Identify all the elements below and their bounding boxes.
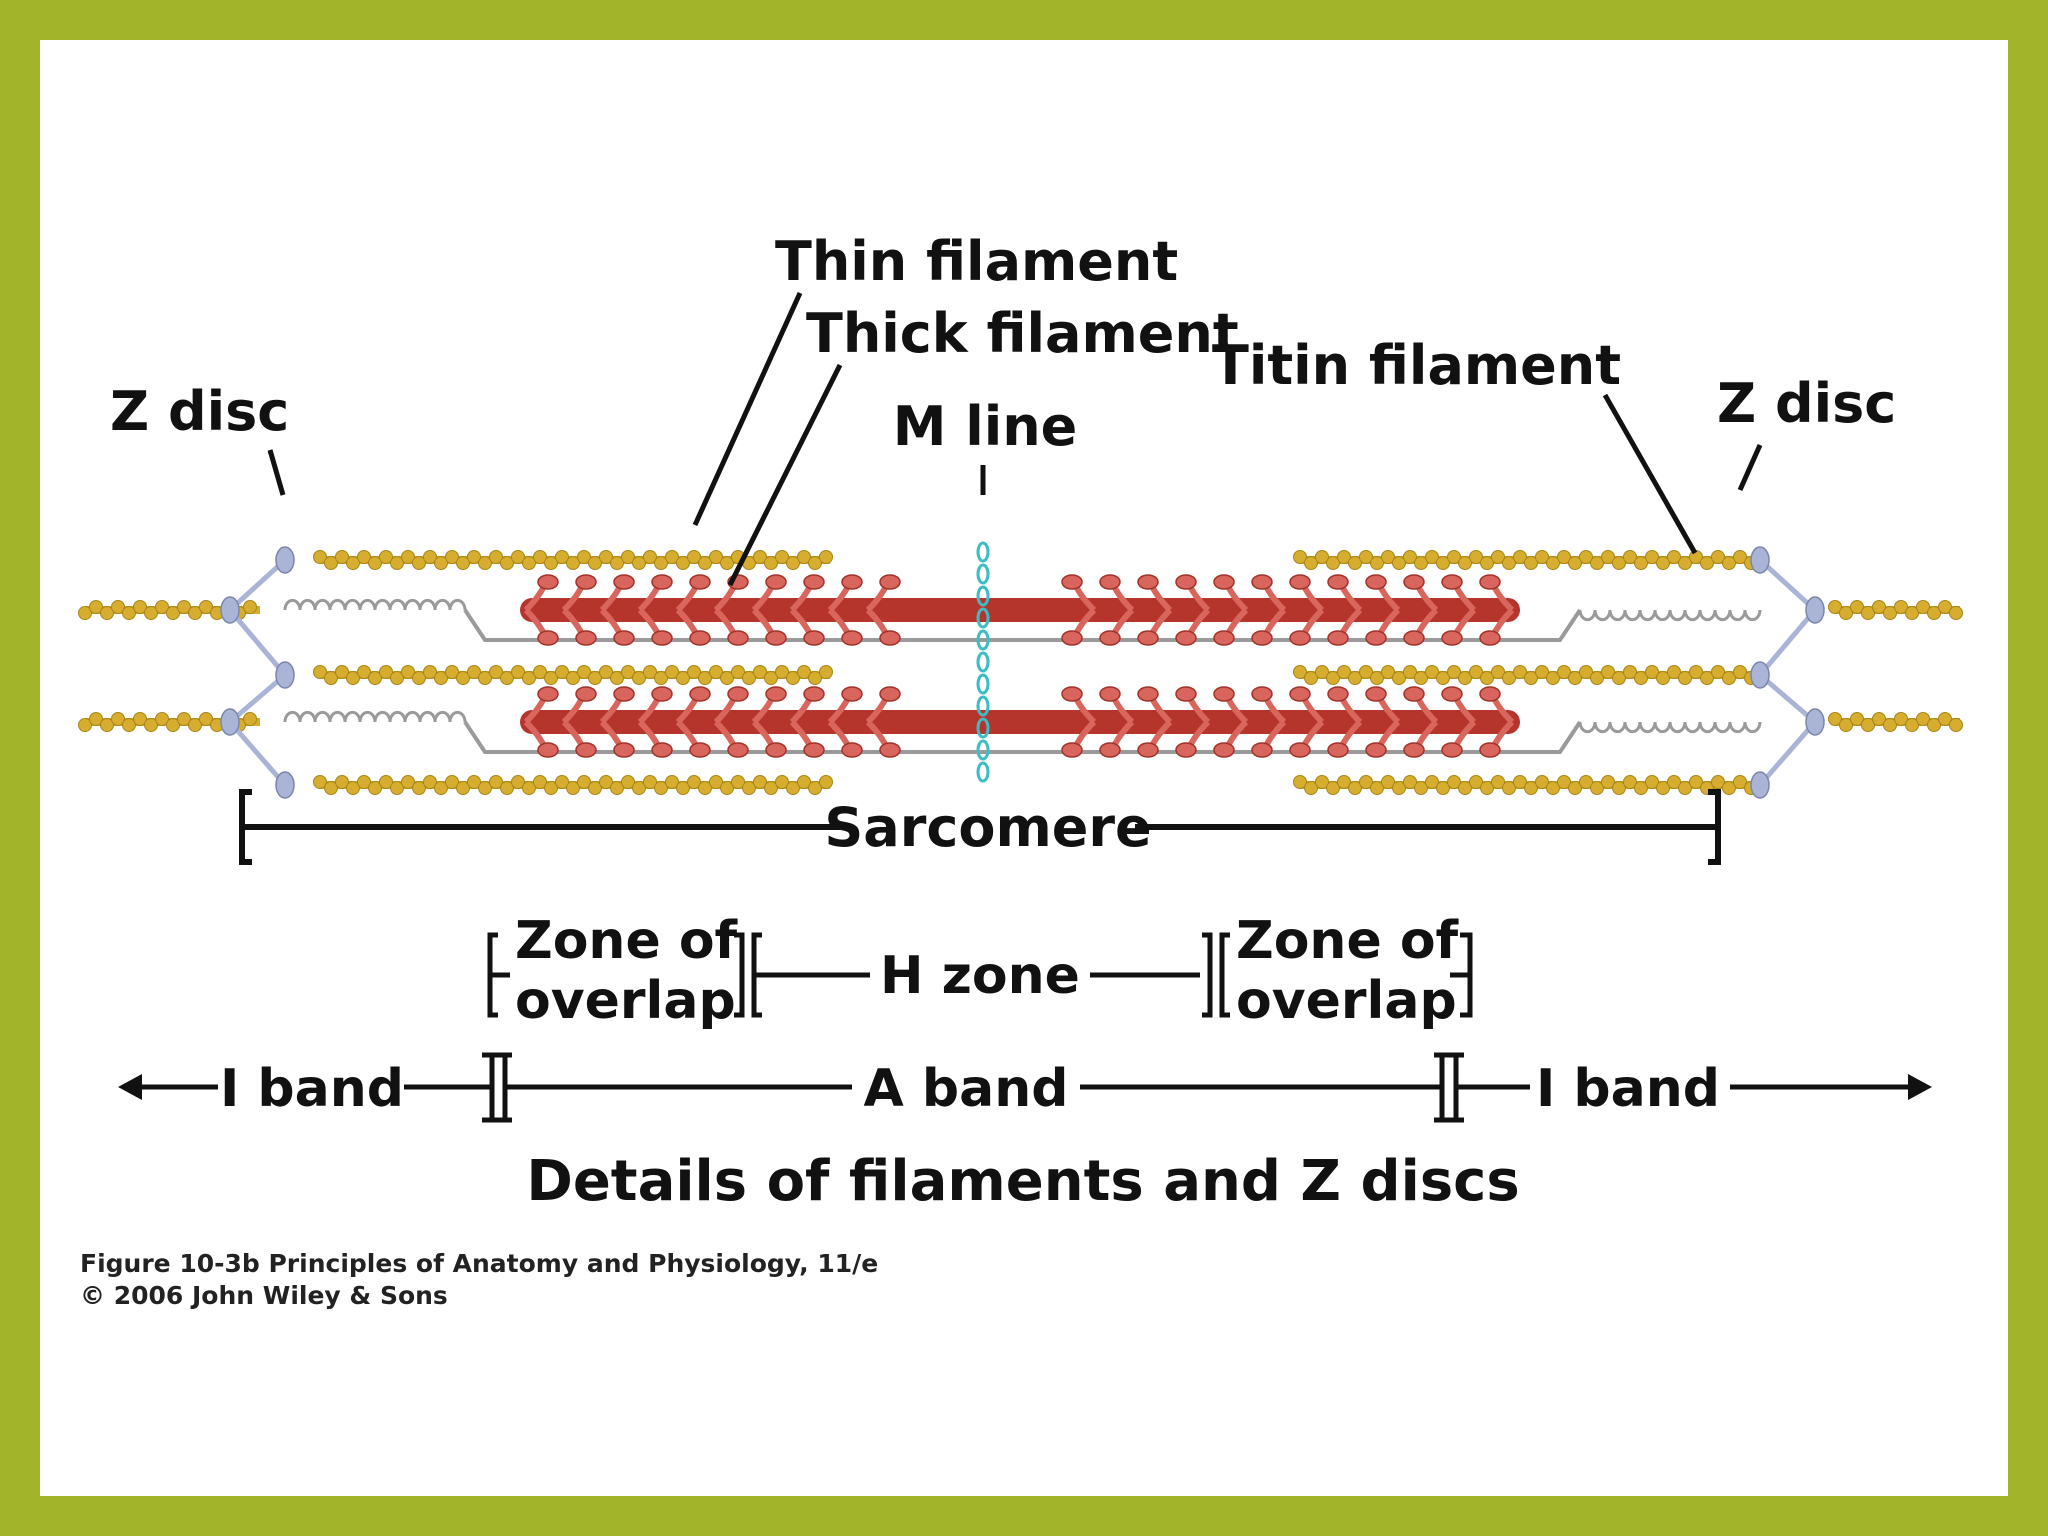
thin-filaments	[78, 550, 1963, 795]
label-thin-filament: Thin filament	[775, 230, 1178, 293]
titin-filament	[983, 720, 1762, 754]
label-z-disc-right: Z disc	[1717, 372, 1896, 435]
leader-titin-filament	[1602, 393, 1698, 555]
label-i-band-left: I band	[220, 1059, 404, 1119]
m-line-chain	[976, 541, 990, 783]
thin-filament	[313, 775, 833, 795]
figure-title: Details of filaments and Z discs	[526, 1149, 1519, 1214]
caption-line-1: Figure 10-3b Principles of Anatomy and P…	[80, 1249, 878, 1278]
sarcomere-bracket	[239, 789, 1721, 865]
leader-lines	[267, 291, 1763, 587]
leader-z-disc-left	[267, 449, 286, 496]
thick-filament	[520, 686, 1520, 758]
label-titin-filament: Titin filament	[1212, 334, 1621, 397]
label-a-band: A band	[864, 1059, 1069, 1119]
label-sarcomere: Sarcomere	[824, 796, 1151, 859]
titin-filament	[983, 608, 1762, 642]
band-arrows	[118, 1052, 1932, 1123]
thin-filament	[1293, 775, 1769, 795]
label-m-line: M line	[893, 395, 1078, 458]
z-disc-right	[1750, 546, 1825, 799]
zone-brackets	[487, 932, 1473, 1018]
label-zone-of-overlap-left-1: Zone of	[515, 911, 739, 971]
label-thick-filament: Thick filament	[806, 302, 1239, 365]
thin-filament	[313, 665, 833, 685]
z-discs	[220, 546, 1825, 799]
label-zone-of-overlap-right-1: Zone of	[1236, 911, 1460, 971]
leader-z-disc-right	[1737, 443, 1763, 492]
label-i-band-right: I band	[1536, 1059, 1720, 1119]
leader-thick-filament	[727, 363, 843, 587]
z-disc-left	[220, 546, 295, 799]
thin-filament	[1293, 665, 1769, 685]
label-z-disc-left: Z disc	[110, 380, 289, 443]
thin-filament	[1293, 550, 1769, 570]
figure-frame: Thin filament Thick filament Titin filam…	[40, 40, 2008, 1496]
thick-filament	[520, 574, 1520, 646]
sarcomere-diagram: Thin filament Thick filament Titin filam…	[78, 230, 1963, 1310]
thin-filament	[313, 550, 833, 570]
label-h-zone: H zone	[880, 946, 1080, 1006]
leader-thin-filament	[692, 291, 803, 527]
filament-structure	[78, 541, 1963, 799]
label-zone-of-overlap-right-2: overlap	[1236, 971, 1457, 1031]
caption-line-2: © 2006 John Wiley & Sons	[80, 1281, 448, 1310]
thin-filament	[1828, 600, 1963, 620]
m-line	[976, 541, 990, 783]
label-zone-of-overlap-left-2: overlap	[515, 971, 736, 1031]
thin-filament	[1828, 712, 1963, 732]
thick-filaments	[520, 574, 1520, 758]
